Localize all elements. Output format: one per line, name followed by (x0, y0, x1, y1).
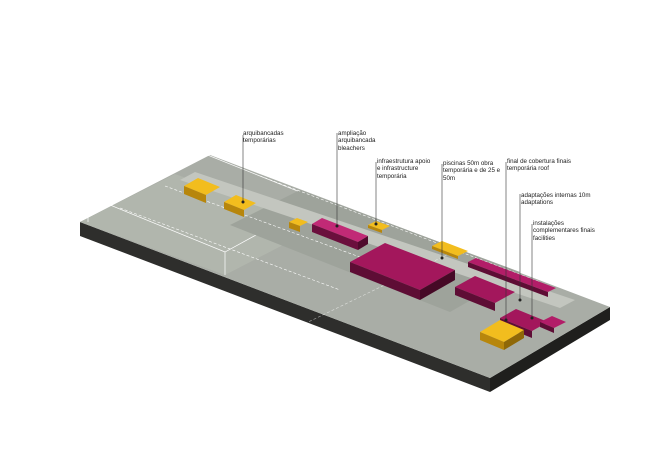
base-right-side (490, 307, 610, 392)
left-zone (80, 174, 320, 275)
temporary-stand-block (289, 218, 308, 232)
label-internal-adaptations: adaptações internas 10m adaptations (521, 192, 591, 207)
label-finals-facilities: instalações complementares finais facili… (533, 220, 595, 242)
support-block (368, 221, 390, 233)
finals-temporary-block (480, 320, 524, 350)
main-pool-block (350, 243, 455, 300)
bleachers-block (312, 218, 368, 250)
leader-lines (242, 133, 533, 320)
site-lines (119, 175, 561, 327)
facilities-block (540, 316, 566, 333)
label-bleachers: ampliação arquibancada bleachers (338, 130, 376, 152)
label-support-infrastructure: infraestrutura apoio e infrastructure te… (377, 158, 431, 180)
base-left-side (80, 222, 490, 392)
long-roof-block (468, 258, 556, 297)
label-pools: piscinas 50m obra temporária e de 25 e 5… (443, 160, 501, 182)
secondary-pool-block (455, 276, 515, 311)
support-block (432, 241, 468, 259)
access-road (180, 172, 575, 308)
temporary-stand-block (184, 178, 220, 203)
label-roof-finals: final de cobertura finais temporária roo… (507, 158, 571, 173)
label-temporary-stands: arquibancadas temporárias (243, 130, 284, 145)
temporary-stand-block (224, 195, 256, 217)
leader-dots (241, 200, 534, 322)
